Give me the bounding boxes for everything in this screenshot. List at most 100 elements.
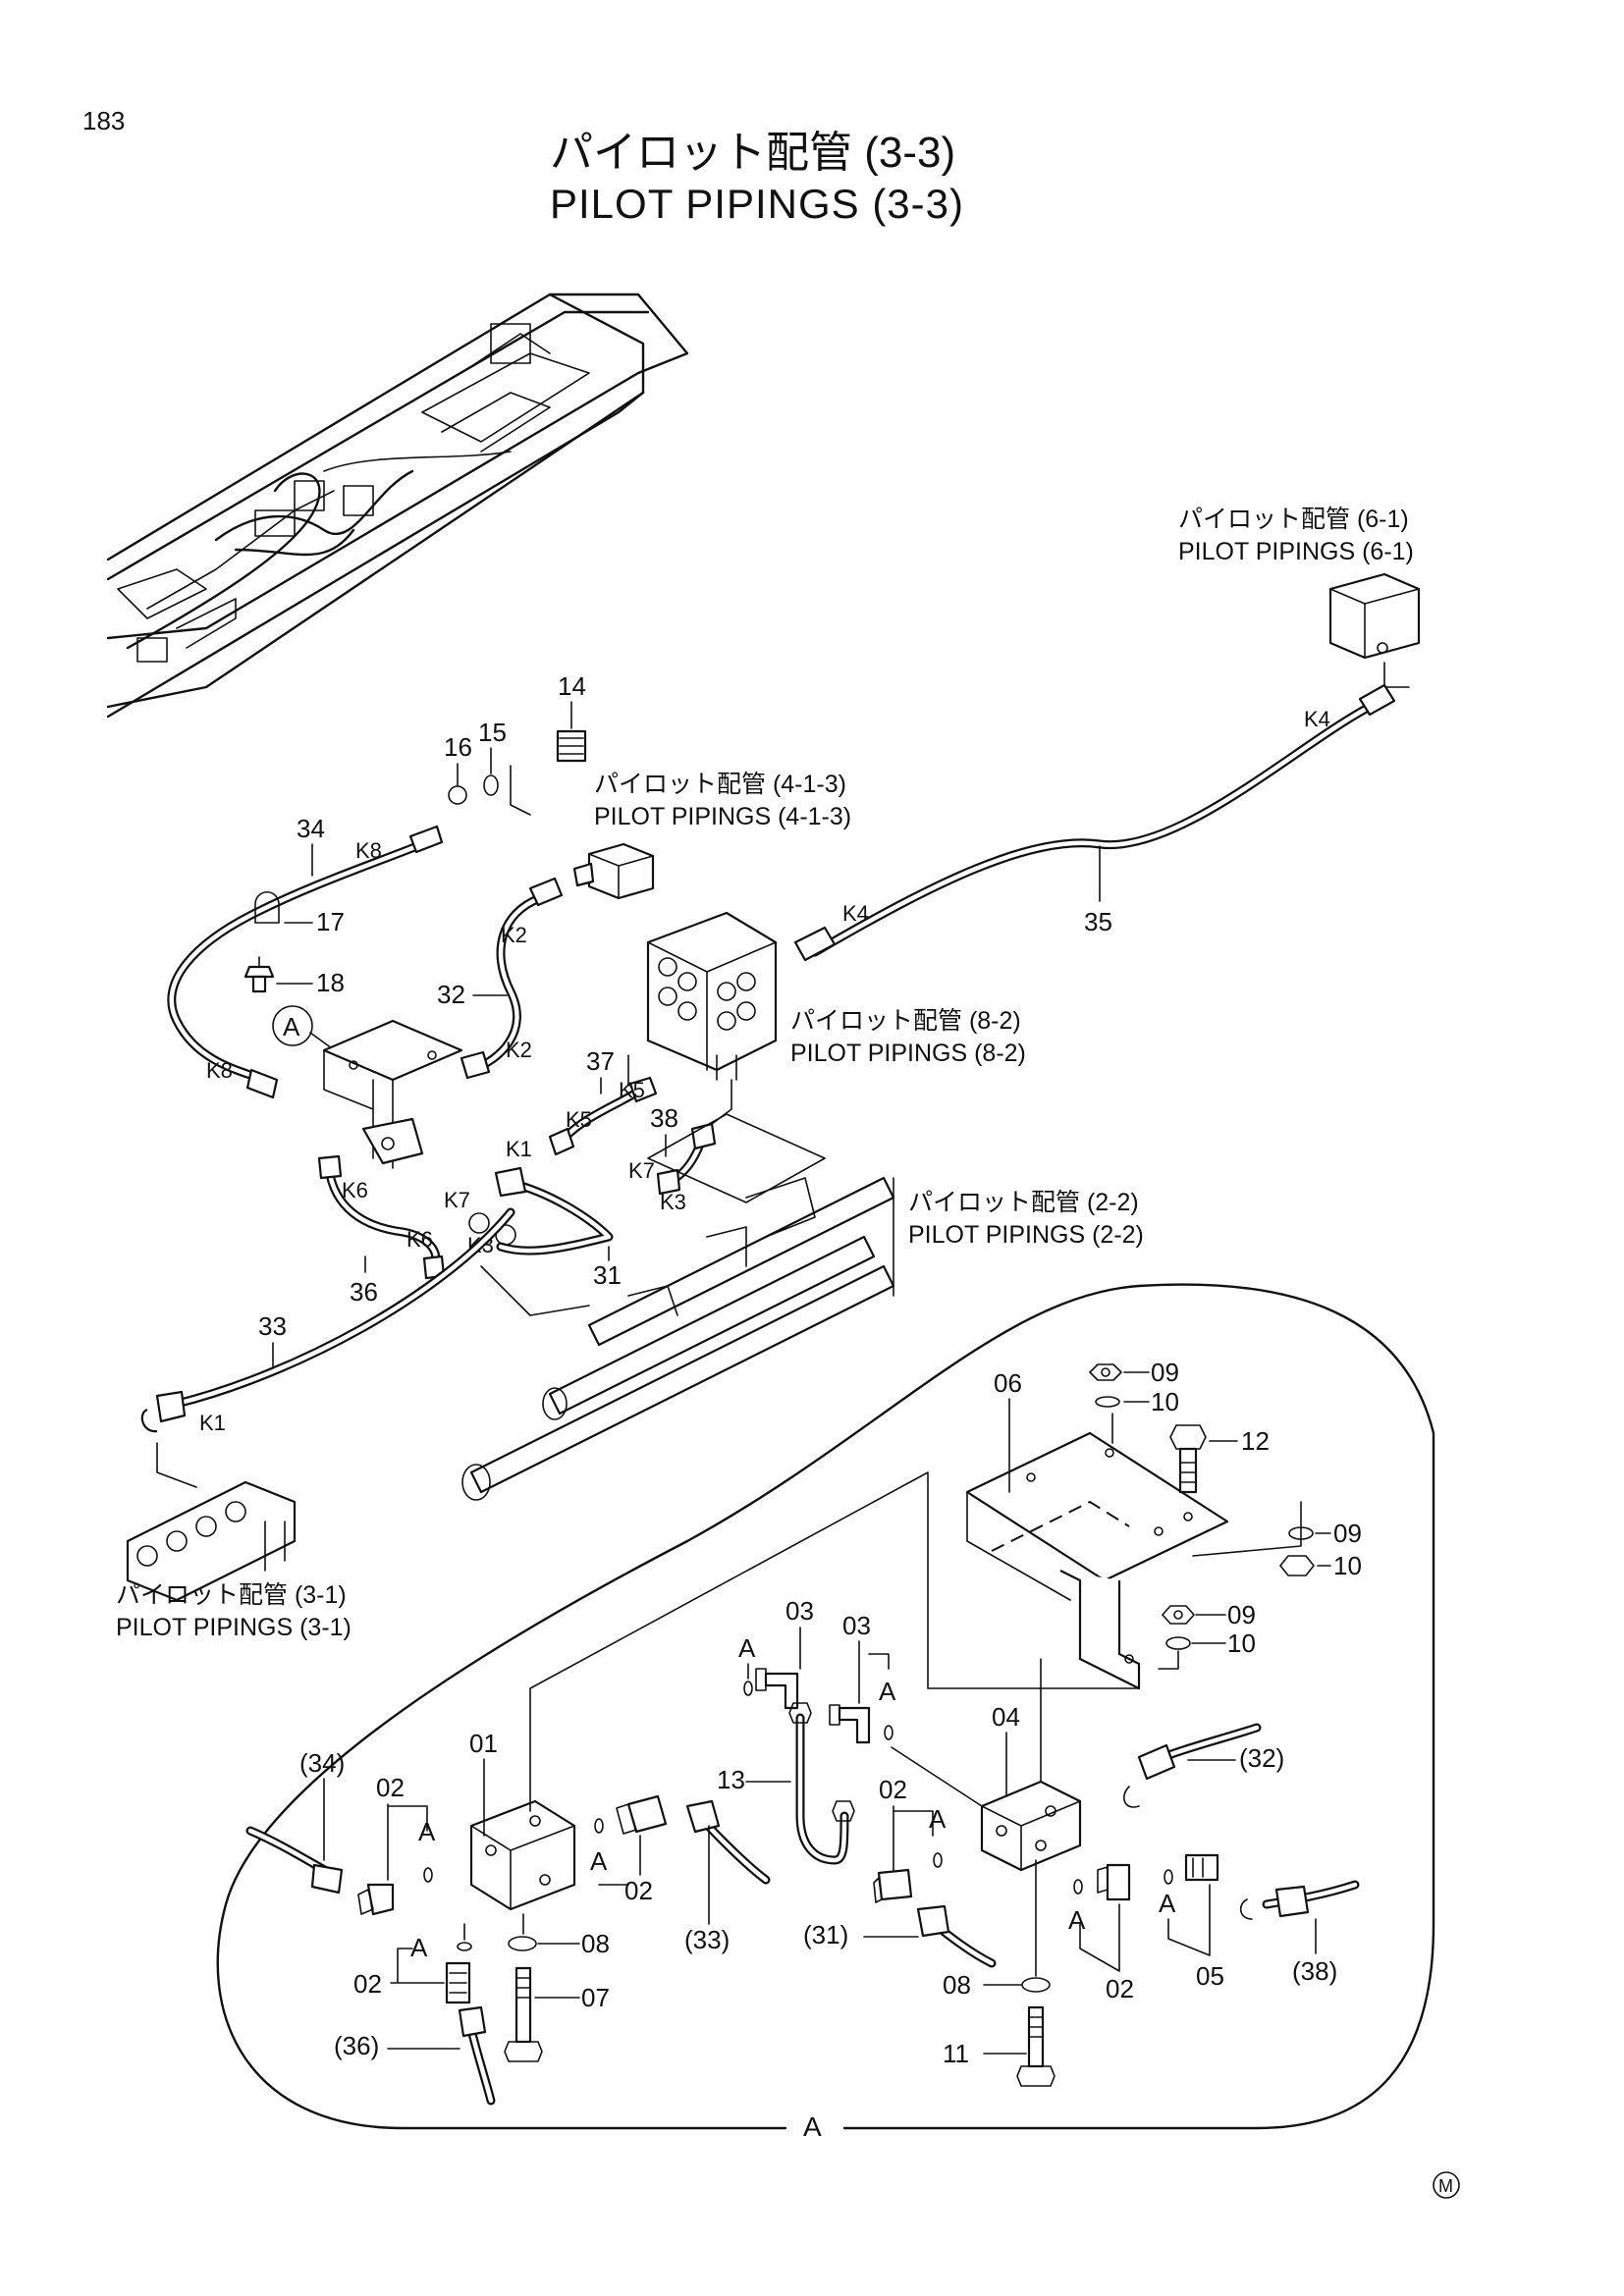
label-k7-right: K7 — [628, 1158, 655, 1183]
hose-34 — [167, 825, 444, 1099]
callout-hose-32 — [1123, 1723, 1262, 1808]
label-k2-lower: K2 — [506, 1038, 532, 1062]
callout-hose-33 — [685, 1799, 771, 1885]
label-k7-left: K7 — [444, 1188, 470, 1212]
label-c31: (31) — [803, 1920, 848, 1949]
elbow-03-right — [829, 1704, 871, 1744]
ref-2-2-jp: パイロット配管 (2-2) — [908, 1189, 1139, 1216]
label-13: 13 — [717, 1765, 745, 1794]
fitting-02-b — [616, 1794, 668, 1835]
hose-35 — [793, 683, 1396, 962]
a-label-4: A — [590, 1846, 608, 1876]
a-label-5: A — [929, 1804, 947, 1834]
stamp-letter: M — [1438, 2176, 1453, 2196]
label-c38: (38) — [1292, 1956, 1337, 1986]
label-07: 07 — [581, 1983, 610, 2012]
label-03-left: 03 — [785, 1596, 814, 1626]
fitting-02-c — [445, 1961, 471, 2004]
label-38: 38 — [650, 1103, 678, 1133]
label-k5-upper: K5 — [619, 1078, 645, 1102]
label-02-b: 02 — [624, 1876, 653, 1905]
ref-3-1-en: PILOT PIPINGS (3-1) — [116, 1614, 352, 1641]
ref-8-2-en: PILOT PIPINGS (8-2) — [790, 1040, 1026, 1067]
chassis-tubes — [461, 1113, 895, 1501]
bolt-07 — [504, 1966, 543, 2062]
label-33: 33 — [258, 1311, 287, 1341]
a-label-8: A — [410, 1933, 428, 1962]
page-title-jp: パイロット配管 (3-3) — [550, 129, 955, 177]
label-k5-lower: K5 — [566, 1107, 592, 1132]
hose-36 — [317, 1154, 446, 1280]
block-04 — [980, 1780, 1082, 1872]
bracket-assembly — [322, 1019, 463, 1169]
label-16: 16 — [444, 732, 472, 762]
label-k8-upper: K8 — [355, 838, 382, 863]
label-08-left: 08 — [581, 1929, 610, 1958]
nut-09-top — [1089, 1363, 1122, 1381]
label-02-c: 02 — [353, 1969, 382, 1999]
label-09-mid: 09 — [1227, 1600, 1256, 1629]
ref-8-2-jp: パイロット配管 (8-2) — [790, 1007, 1021, 1035]
callout-hose-31 — [916, 1904, 997, 1968]
label-k1-mid: K1 — [506, 1137, 532, 1161]
stamp-circle — [1433, 2171, 1460, 2199]
label-04: 04 — [992, 1702, 1020, 1732]
bolt-18 — [244, 956, 275, 993]
bolt-12 — [1169, 1424, 1207, 1494]
label-37: 37 — [586, 1046, 615, 1076]
elbow-03-left — [755, 1668, 799, 1710]
label-02-d: 02 — [879, 1775, 907, 1804]
fitting-02-a — [357, 1883, 395, 1916]
clamp-17 — [254, 890, 280, 924]
label-06: 06 — [994, 1368, 1022, 1398]
bracket-06 — [965, 1431, 1229, 1690]
label-10-top: 10 — [1151, 1387, 1179, 1416]
a-label-6: A — [1068, 1905, 1086, 1935]
label-05: 05 — [1196, 1961, 1224, 1991]
washer-10-mid — [1165, 1636, 1191, 1650]
control-valve-8-2 — [627, 911, 778, 1125]
label-17: 17 — [316, 907, 345, 936]
nut-09-mid — [1162, 1605, 1195, 1625]
label-c36: (36) — [334, 2031, 379, 2060]
label-12: 12 — [1241, 1426, 1270, 1456]
label-31: 31 — [593, 1260, 622, 1290]
callout-hose-38 — [1239, 1880, 1360, 1920]
hose-32 — [460, 877, 564, 1080]
label-k1-lower: K1 — [199, 1411, 226, 1435]
ref-6-1-en: PILOT PIPINGS (6-1) — [1178, 538, 1414, 565]
ref-2-2-en: PILOT PIPINGS (2-2) — [908, 1221, 1144, 1249]
label-k8-lower: K8 — [206, 1058, 233, 1083]
label-11: 11 — [943, 2039, 969, 2068]
a-label-3: A — [418, 1817, 436, 1846]
detail-a-marker — [272, 1005, 313, 1046]
ref-6-1-jp: パイロット配管 (6-1) — [1178, 506, 1409, 533]
fitting-05 — [1184, 1853, 1219, 1882]
label-01: 01 — [469, 1729, 498, 1758]
label-c32: (32) — [1239, 1743, 1284, 1773]
label-36: 36 — [350, 1277, 378, 1307]
a-label-7: A — [1159, 1889, 1176, 1918]
label-08-right: 08 — [943, 1970, 971, 2000]
callout-hose-36 — [458, 2005, 496, 2106]
label-34: 34 — [297, 814, 325, 843]
callout-hose-34 — [245, 1826, 344, 1895]
ref-3-1-jp: パイロット配管 (3-1) — [116, 1581, 347, 1609]
a-label-1: A — [738, 1633, 756, 1663]
block-01 — [469, 1799, 576, 1911]
label-10-right: 10 — [1333, 1551, 1362, 1580]
label-k3-right: K3 — [660, 1190, 686, 1214]
detail-a-title: A — [803, 2111, 822, 2142]
detail-a-marker-label: A — [283, 1012, 300, 1041]
ref-4-1-3-en: PILOT PIPINGS (4-1-3) — [594, 803, 851, 830]
label-k2-upper: K2 — [501, 923, 527, 947]
label-k6-lower: K6 — [406, 1227, 433, 1252]
label-k4-lower: K4 — [842, 901, 869, 926]
label-c34: (34) — [299, 1748, 345, 1778]
label-14: 14 — [558, 671, 586, 701]
hose-31 — [494, 1166, 614, 1255]
label-c33: (33) — [684, 1925, 730, 1954]
ref-4-1-3-jp: パイロット配管 (4-1-3) — [594, 771, 846, 798]
washer-10-top — [1095, 1396, 1120, 1408]
